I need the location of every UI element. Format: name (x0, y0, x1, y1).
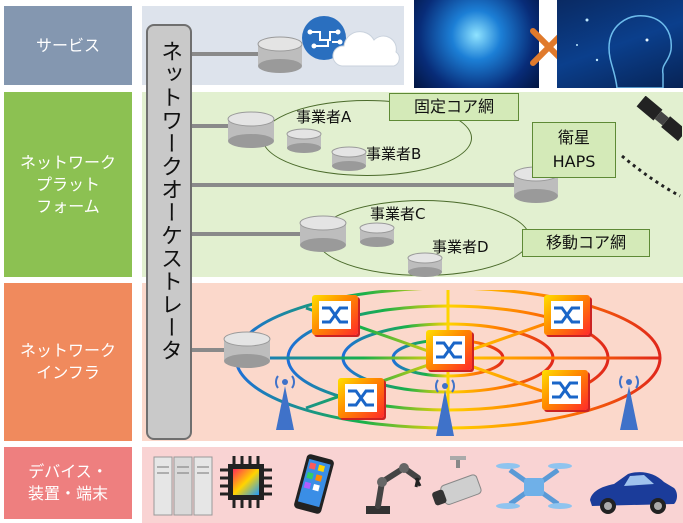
devices-band: デバイス・ 装置・端末 (0, 447, 683, 523)
antenna-tower-icon (435, 379, 455, 436)
ai-head-image (557, 0, 683, 89)
devices-label: デバイス・ 装置・端末 (4, 447, 132, 519)
drone-icon (496, 463, 572, 509)
operator-b-node-icon (331, 146, 367, 171)
switch-node-icon (426, 330, 472, 370)
operator-a-label: 事業者A (296, 108, 352, 126)
mobile-core-box: 移動コア網 (522, 229, 650, 257)
infra-link (190, 348, 230, 352)
operator-a-node-icon (286, 128, 322, 153)
car-icon (590, 472, 677, 514)
switch-node-icon (312, 295, 358, 335)
platform-label: ネットワーク プラット フォーム (4, 92, 132, 277)
operator-c-label: 事業者C (370, 205, 426, 223)
antenna-tower-icon (619, 375, 639, 430)
operator-c-node-icon (359, 222, 395, 247)
service-link (190, 52, 260, 56)
antenna-tower-icon (275, 375, 295, 430)
satellite-icon (621, 96, 682, 198)
operator-b-label: 事業者B (366, 145, 422, 163)
mobile-core-hub-icon (299, 215, 347, 252)
service-server-icon (257, 36, 303, 73)
infra-hub-icon (223, 331, 271, 368)
fixed-core-box: 固定コア網 (389, 93, 519, 121)
chip-icon (220, 456, 272, 508)
mobile-link (190, 232, 302, 236)
operator-d-label: 事業者D (432, 238, 489, 256)
switch-node-icon (338, 378, 384, 418)
orchestrator-label: ネットワークオーケストレータ (157, 40, 182, 362)
satellite-haps-box: 衛星 HAPS (532, 122, 616, 178)
fixed-core-hub-icon (227, 111, 275, 148)
cloud-icon (332, 31, 400, 67)
service-label: サービス (4, 6, 132, 85)
switch-node-icon (542, 370, 588, 410)
ai-brain-icon (302, 16, 346, 60)
smartphone-icon (294, 454, 334, 514)
orchestrator-bar: ネットワークオーケストレータ (146, 24, 192, 440)
operator-d-node-icon (407, 252, 443, 277)
infra-label: ネットワーク インフラ (4, 283, 132, 441)
ai-network-image (414, 0, 539, 88)
camera-icon (432, 456, 482, 506)
robot-arm-icon (366, 463, 422, 514)
server-icon (153, 456, 213, 516)
fixed-link (190, 124, 234, 128)
satellite-link (190, 183, 520, 187)
switch-node-icon (544, 295, 590, 335)
